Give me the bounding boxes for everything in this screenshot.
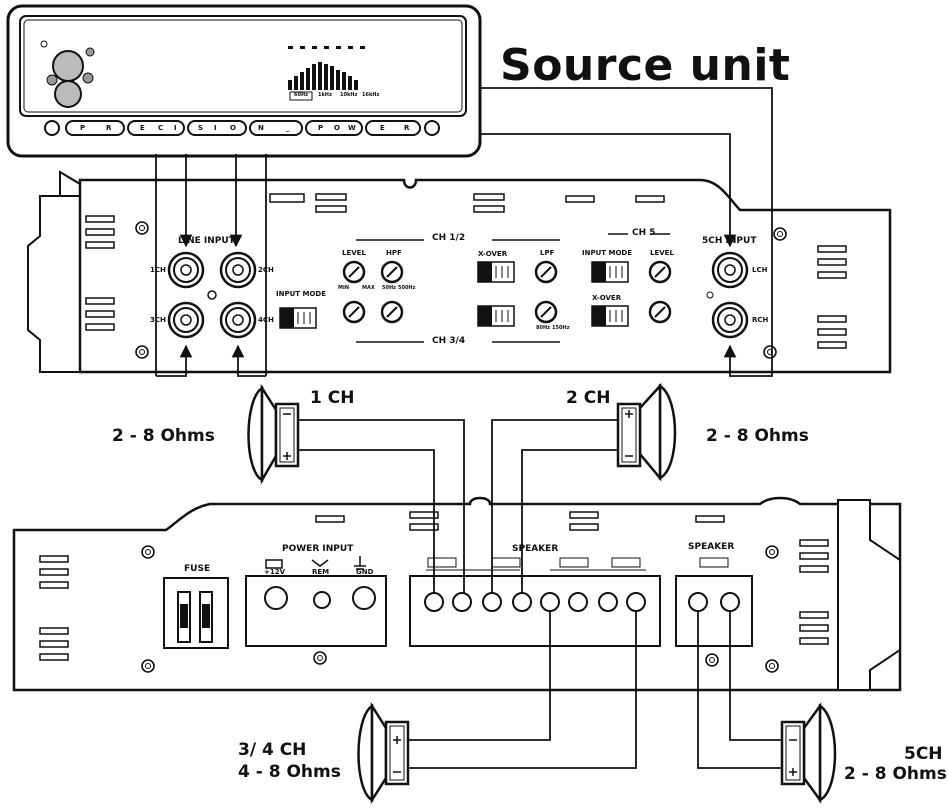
jack-2ch-label: 2CH (258, 266, 274, 274)
brand-letter: P (80, 124, 86, 132)
eq-label: 1kHz (318, 92, 332, 98)
hz80-label: 80Hz (536, 325, 551, 331)
head-unit (6, 4, 482, 158)
brand-letter: E (380, 124, 385, 132)
rem-label: REM (312, 568, 330, 576)
xover-label-ch12: X-OVER (478, 250, 508, 258)
brand-letter: I (214, 124, 217, 132)
power-input-block (245, 556, 387, 647)
fuse-label: FUSE (184, 564, 211, 574)
title-source-unit: Source unit (500, 40, 791, 91)
level-label-ch5: LEVEL (650, 249, 674, 257)
eq-label: 16kHz (362, 92, 380, 98)
speaker-2ch (616, 382, 677, 482)
amplifier-top (27, 170, 892, 374)
speaker5-terminal-block (675, 557, 753, 647)
brand-letter: N (258, 124, 264, 132)
eq-label: 10kHz (340, 92, 358, 98)
brand-letter: O (230, 124, 236, 132)
fuse-block (163, 577, 229, 649)
speaker-label: SPEAKER (512, 544, 559, 554)
input-mode-label-ch5: INPUT MODE (582, 249, 632, 257)
min-label: MIN (338, 285, 350, 291)
brand-letter: I (174, 124, 177, 132)
ch5-input-jacks[interactable] (706, 251, 749, 339)
brand-letter: P (318, 124, 324, 132)
jack-4ch-label: 4CH (258, 316, 274, 324)
speaker5-label: SPEAKER (688, 542, 735, 552)
wires (155, 87, 782, 769)
speaker-34ch (357, 701, 410, 805)
hz500-label: 500Hz (398, 285, 416, 291)
ch34-label: CH 3/4 (432, 336, 466, 346)
speaker-5ch (780, 702, 837, 804)
jack-3ch-label: 3CH (150, 316, 166, 324)
sch-input-label: 5CH INPUT (702, 236, 757, 246)
speaker-1ch-label: 1 CH (310, 388, 355, 408)
power-input-label: POWER INPUT (282, 544, 354, 554)
speaker-1ch-ohms: 2 - 8 Ohms (112, 426, 215, 446)
xover-switch-ch34[interactable] (477, 305, 515, 327)
speaker-2ch-label: 2 CH (566, 388, 611, 408)
xover-switch-ch12[interactable] (477, 261, 515, 283)
brand-letter: R (106, 124, 112, 132)
brand-letter: E (140, 124, 145, 132)
gnd-label: GND (356, 568, 374, 576)
eq-label: 60Hz (294, 92, 309, 98)
amplifier-bottom (12, 496, 902, 692)
input-mode-switch[interactable] (279, 307, 317, 329)
level-label: LEVEL (342, 249, 366, 257)
speaker-5ch-ohms: 2 - 8 Ohms (844, 764, 947, 784)
hz50-label: 50Hz (382, 285, 397, 291)
rch-label: RCH (752, 316, 769, 324)
volume-knob[interactable] (46, 47, 95, 108)
speaker-34ch-label: 3/ 4 CH (238, 740, 307, 760)
hpf-label: HPF (386, 249, 402, 257)
input-mode-label: INPUT MODE (276, 290, 326, 298)
hz150-label: 150Hz (552, 325, 570, 331)
input-mode-switch-ch5[interactable] (591, 261, 629, 283)
ch12-label: CH 1/2 (432, 233, 466, 243)
brand-button-strip (44, 120, 440, 136)
xover-switch-ch5[interactable] (591, 305, 629, 327)
brand-letter: C (158, 124, 164, 132)
jack-1ch-label: 1CH (150, 266, 166, 274)
max-label: MAX (362, 285, 375, 291)
line-input-jacks[interactable] (167, 251, 257, 339)
eq-display (288, 46, 365, 101)
p12v-label: +12V (264, 568, 286, 576)
speaker-34ch-ohms: 4 - 8 Ohms (238, 762, 341, 782)
speaker-1ch (247, 383, 300, 485)
ch5-label: CH 5 (632, 228, 656, 238)
brand-letter: S (198, 124, 204, 132)
line-input-label: LINE INPUT (178, 236, 235, 246)
speaker-2ch-ohms: 2 - 8 Ohms (706, 426, 809, 446)
lch-label: LCH (752, 266, 768, 274)
brand-letter: O (334, 124, 340, 132)
brand-letter: R (404, 124, 410, 132)
speaker-5ch-label: 5CH (904, 744, 943, 764)
lpf-label: LPF (540, 249, 555, 257)
brand-letter: _ (286, 124, 290, 132)
xover-label-ch5: X-OVER (592, 294, 622, 302)
brand-letter: W (348, 124, 356, 132)
speaker-terminal-block (409, 557, 661, 647)
